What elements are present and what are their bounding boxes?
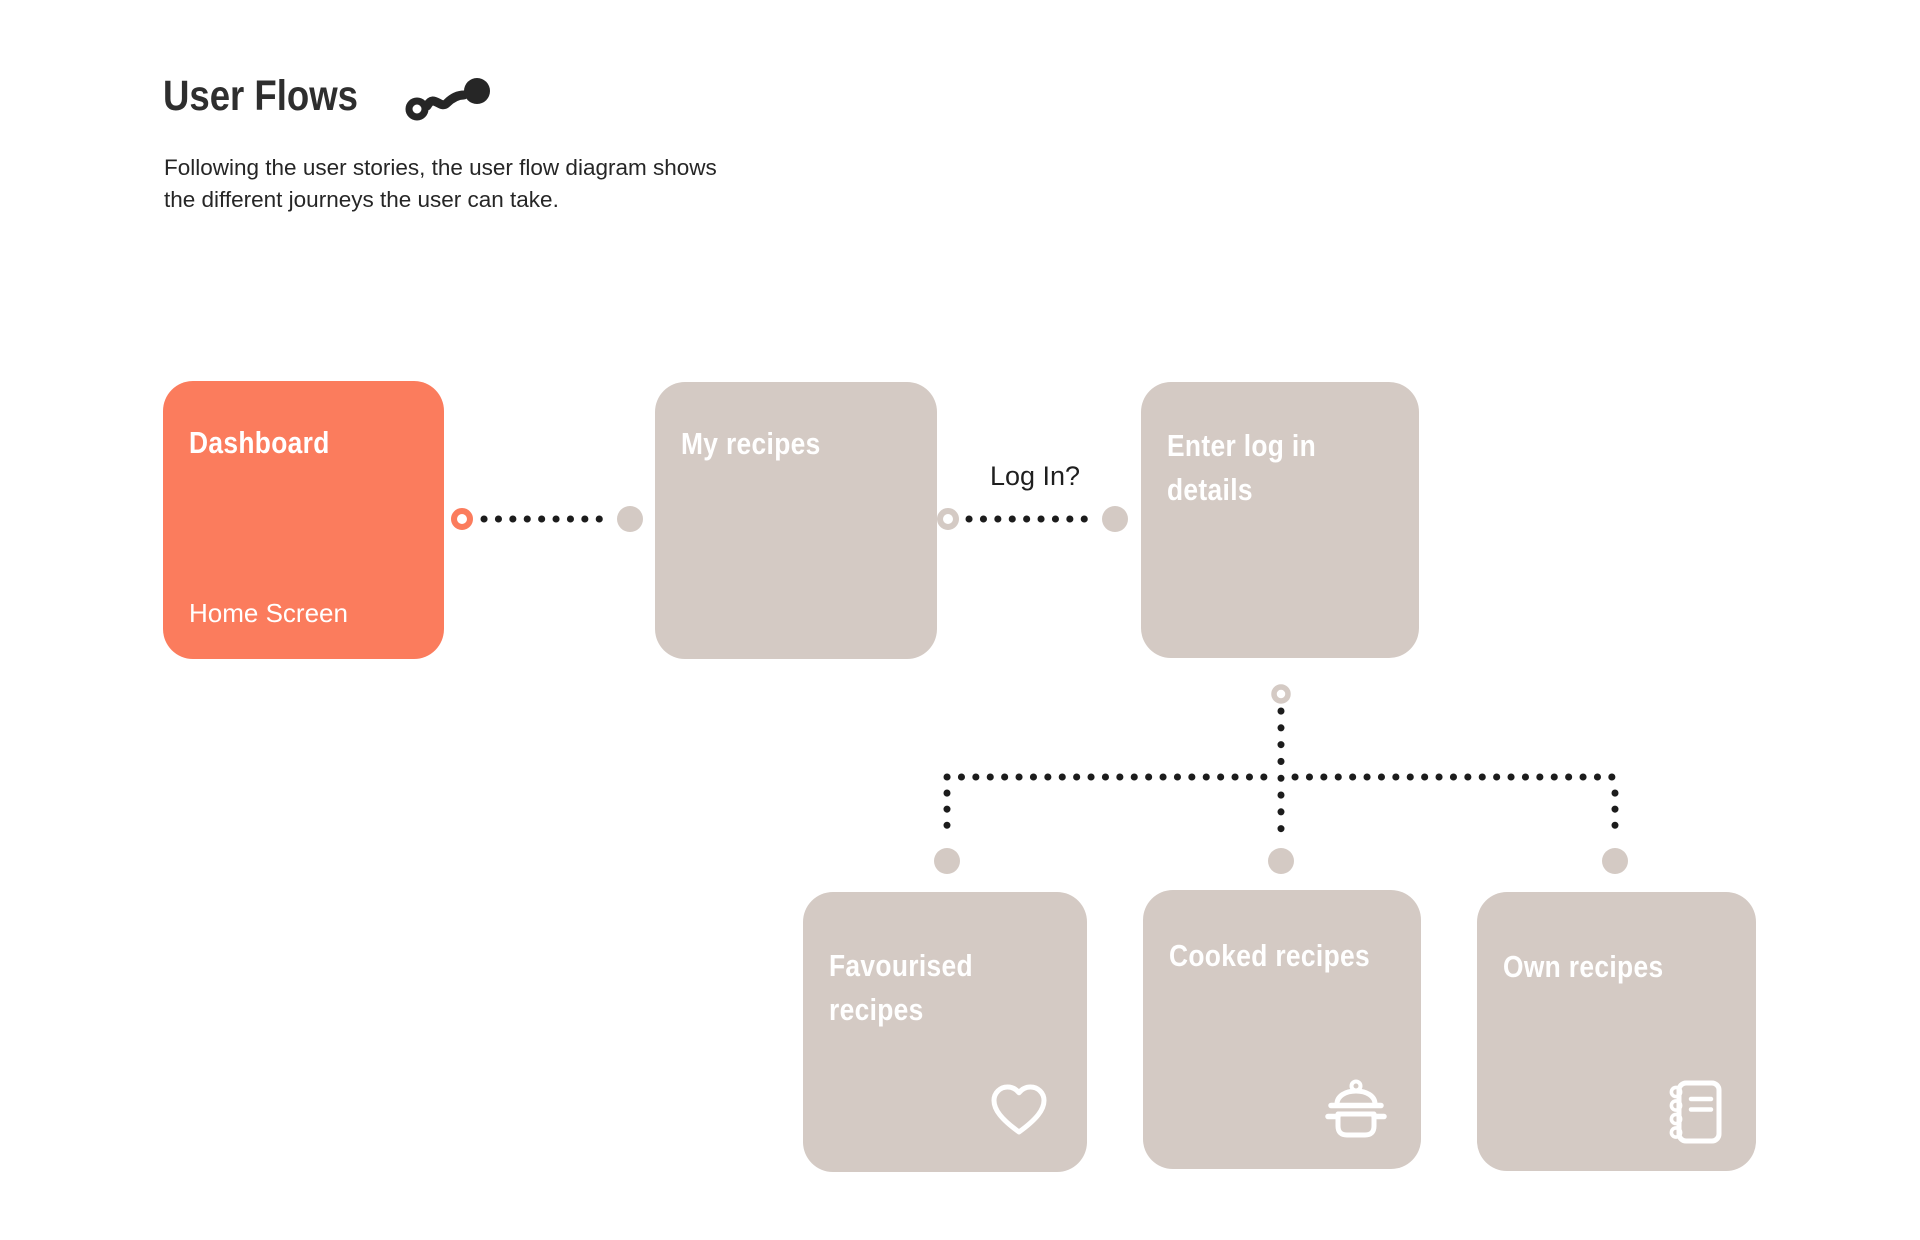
- node-label: Cooked recipes: [1169, 938, 1370, 973]
- page-subtitle: Following the user stories, the user flo…: [164, 152, 717, 216]
- flow-node-own-recipes: Own recipes: [1477, 892, 1756, 1171]
- node-label: Enter log in details: [1167, 428, 1317, 507]
- branch-end-dot-cooked: [1268, 848, 1294, 874]
- page-title: User Flows: [163, 72, 358, 120]
- branch-end-dot-favourised: [934, 848, 960, 874]
- node-sublabel: Home Screen: [189, 598, 348, 628]
- flow-node-my-recipes: My recipes: [655, 382, 937, 659]
- connector-end-dot-login: [1102, 506, 1128, 532]
- flow-node-dashboard: Dashboard Home Screen: [163, 381, 444, 659]
- node-label: Dashboard: [189, 425, 330, 460]
- connector-start-ring-dashboard: [451, 508, 473, 530]
- heart-icon: [991, 1084, 1047, 1135]
- node-label: My recipes: [681, 426, 821, 461]
- flow-node-favourised-recipes: Favourised recipes: [803, 892, 1087, 1172]
- node-label: Own recipes: [1503, 949, 1664, 984]
- subtitle-line-2: the different journeys the user can take…: [164, 187, 559, 212]
- notebook-icon: [1669, 1080, 1722, 1144]
- connector-end-dot-myrecipes: [617, 506, 643, 532]
- subtitle-line-1: Following the user stories, the user flo…: [164, 155, 717, 180]
- flow-node-enter-login-details: Enter log in details: [1141, 382, 1419, 658]
- flow-node-cooked-recipes: Cooked recipes: [1143, 890, 1421, 1169]
- pot-icon: [1325, 1079, 1387, 1138]
- branch-end-dot-own: [1602, 848, 1628, 874]
- branch-start-ring: [1271, 684, 1291, 704]
- login-question-label: Log In?: [989, 461, 1081, 491]
- connector-start-ring-myrecipes: [937, 508, 959, 530]
- flow-connector-icon: [405, 78, 490, 121]
- node-label: Favourised recipes: [829, 948, 973, 1027]
